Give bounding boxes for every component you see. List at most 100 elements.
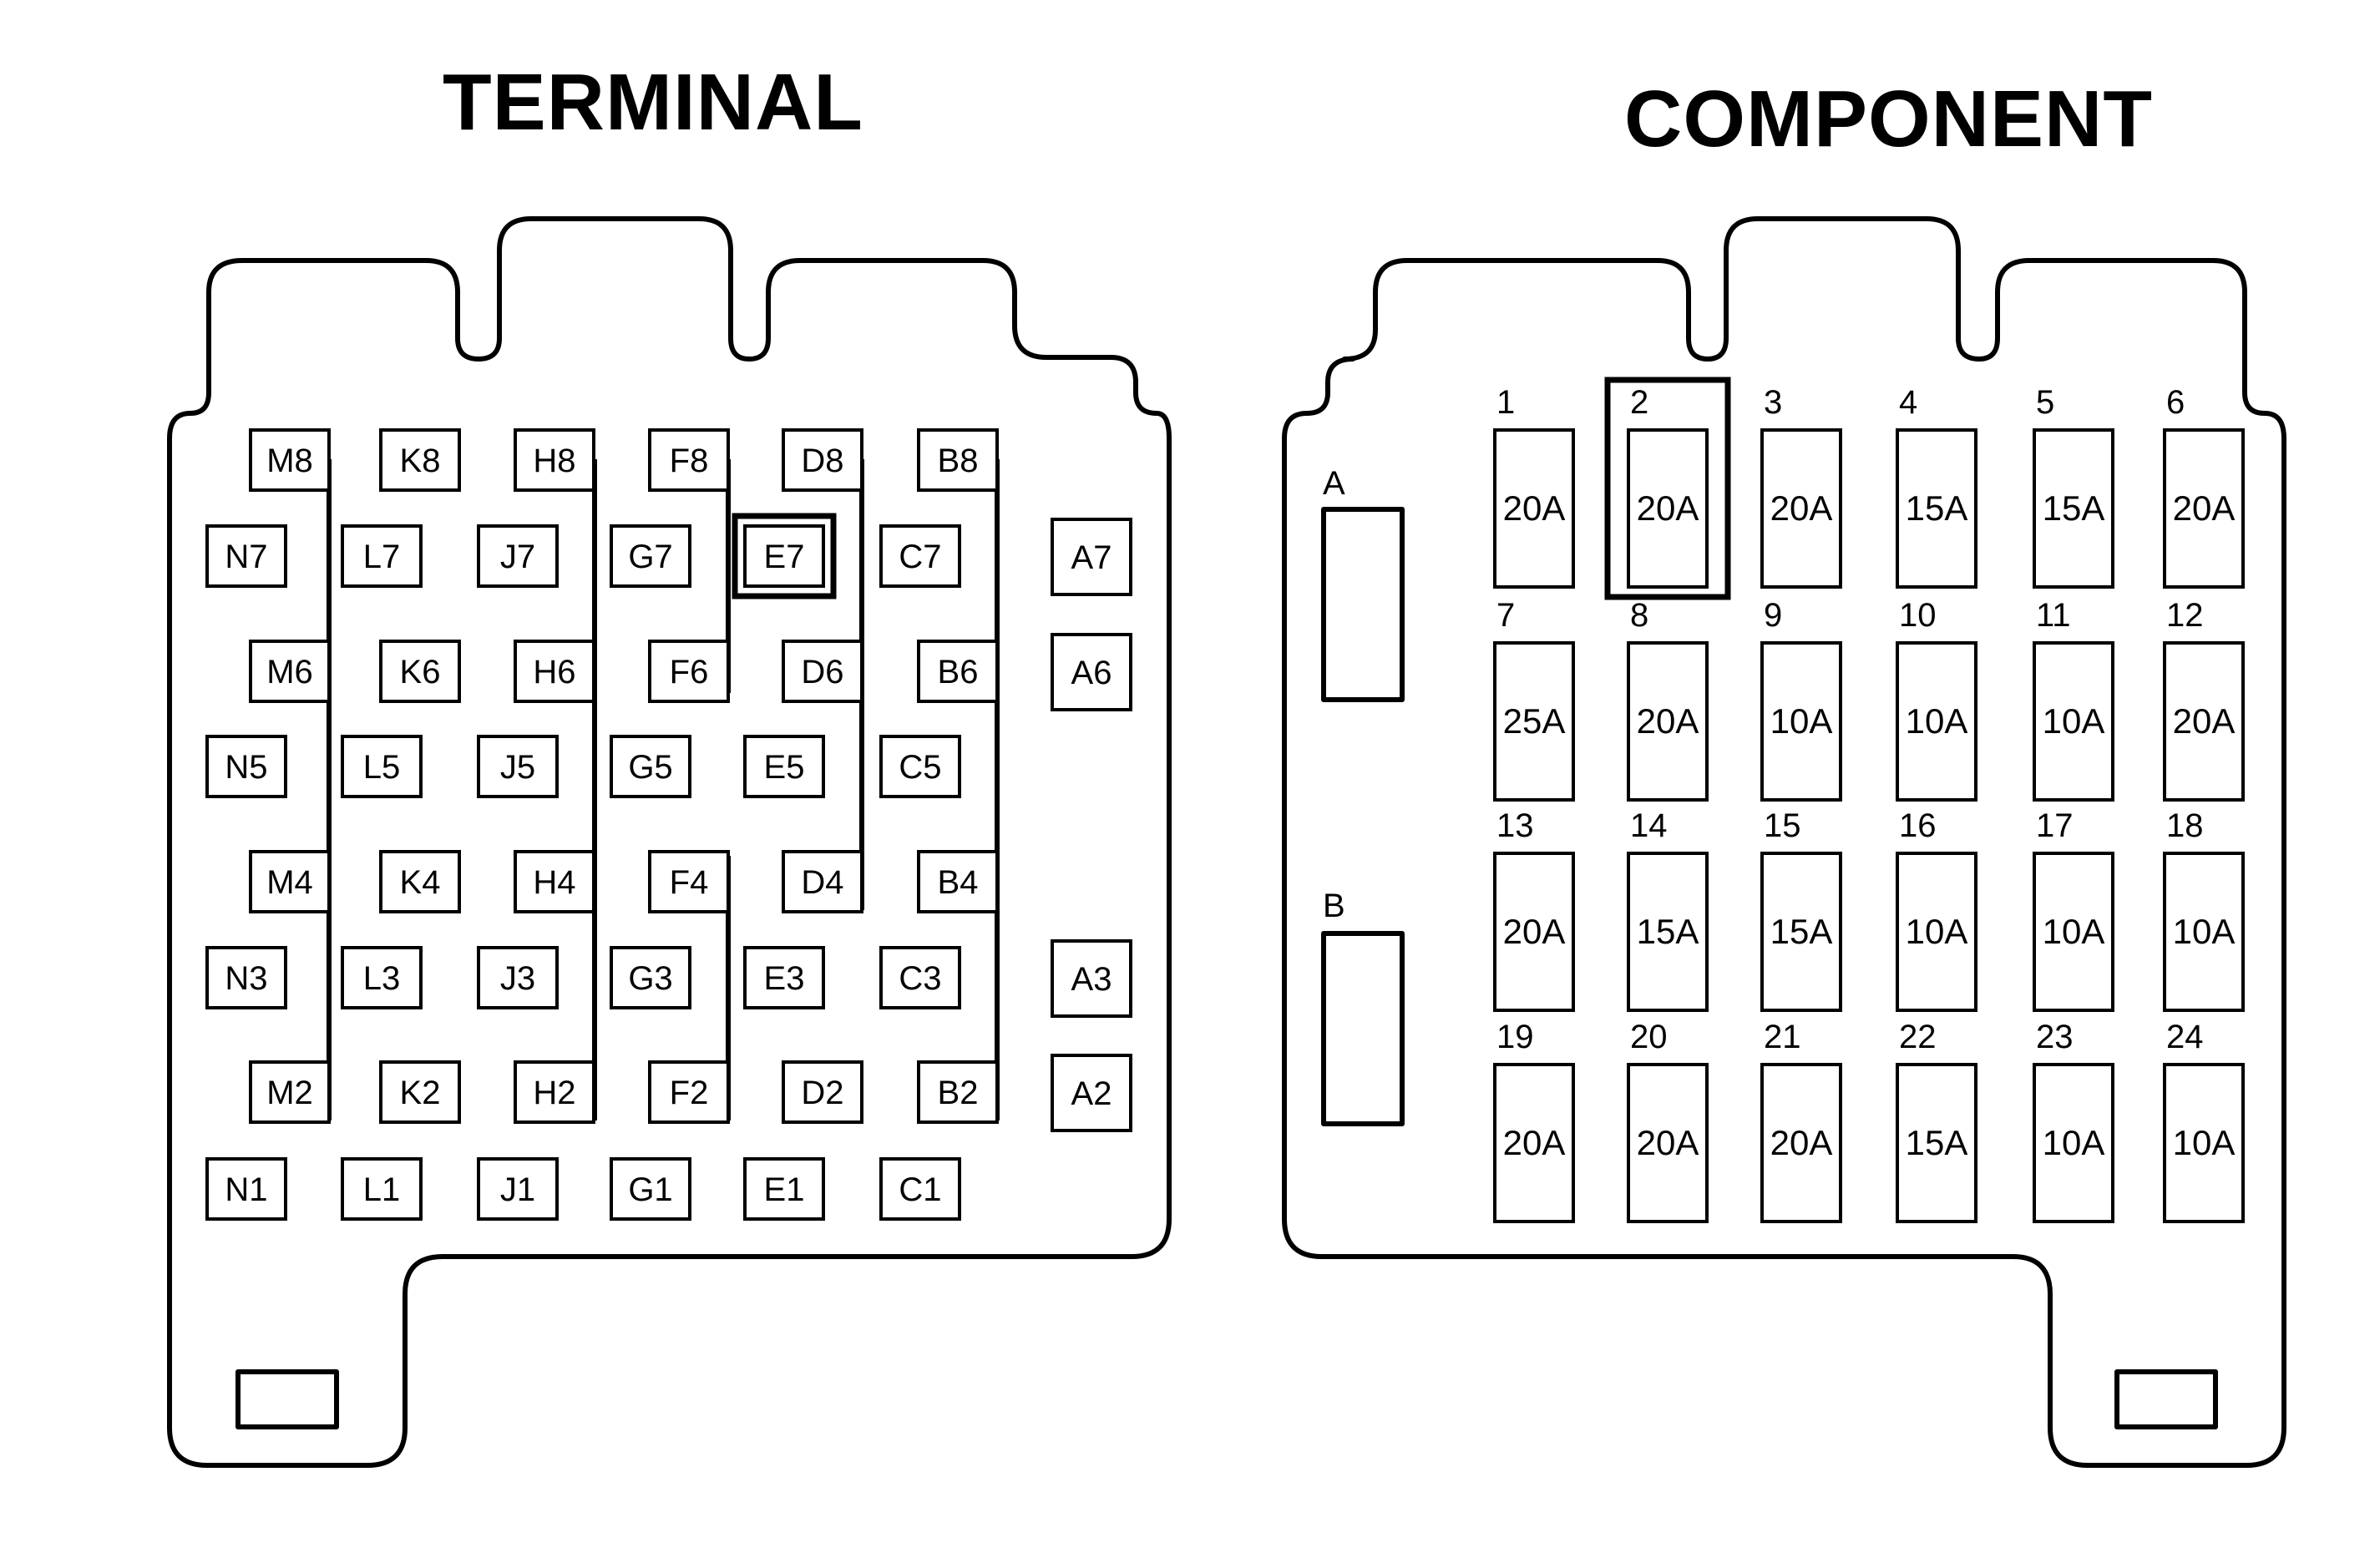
fuse-box <box>2163 852 2245 1012</box>
terminal-cell-box <box>249 1060 331 1124</box>
terminal-cell-d4: D4 <box>782 850 863 913</box>
terminal-cell-label: M2 <box>266 1075 313 1111</box>
fuse-box <box>1760 852 1842 1012</box>
terminal-cell-box <box>879 524 961 588</box>
fuse-rating: 10A <box>1770 701 1833 741</box>
fuse-number: 13 <box>1496 807 1534 844</box>
terminal-cell-label: F8 <box>670 443 709 479</box>
fuse-rating: 15A <box>1906 488 1968 528</box>
terminal-cell-label: B6 <box>938 654 979 690</box>
terminal-cell-g3: G3 <box>610 946 691 1009</box>
terminal-cell-label: C3 <box>899 960 941 997</box>
fuse-rating: 20A <box>2173 488 2236 528</box>
terminal-cell-label: K6 <box>400 654 441 690</box>
terminal-cell-c5: C5 <box>879 735 961 798</box>
terminal-cell-box <box>341 524 423 588</box>
terminal-cell-box <box>477 735 559 798</box>
terminal-cell-f2: F2 <box>648 1060 730 1124</box>
terminal-cell-g1: G1 <box>610 1157 691 1221</box>
terminal-cell-b2: B2 <box>917 1060 999 1124</box>
terminal-cell-box <box>205 1157 287 1221</box>
terminal-cell-l1: L1 <box>341 1157 423 1221</box>
terminal-cell-j1: J1 <box>477 1157 559 1221</box>
terminal-cell-box <box>743 524 825 588</box>
fuse-number: 3 <box>1764 384 1782 421</box>
fuse-cells: 120A220A320A415A515A620A725A820A910A1010… <box>1493 377 2245 1223</box>
terminal-cell-h2: H2 <box>514 1060 595 1124</box>
terminal-cell-n5: N5 <box>205 735 287 798</box>
terminal-cell-box <box>477 524 559 588</box>
fuse-box <box>1627 428 1709 589</box>
fuse-rating: 15A <box>1637 912 1699 951</box>
terminal-cell-f4: F4 <box>648 850 730 913</box>
fuse-number: 12 <box>2166 597 2204 634</box>
terminal-cell-box <box>782 850 863 913</box>
fuse-box <box>1493 1063 1575 1223</box>
terminal-cell-box <box>205 946 287 1009</box>
terminal-cell-h4: H4 <box>514 850 595 913</box>
terminal-cell-box <box>648 640 730 703</box>
terminal-cell-box <box>743 946 825 1009</box>
terminal-cell-label: B2 <box>938 1075 979 1111</box>
fuse-11: 11 10A <box>2033 597 2114 802</box>
terminal-cell-label: G5 <box>628 749 672 786</box>
terminal-cell-label: J1 <box>500 1171 535 1208</box>
terminal-cell-box <box>648 1060 730 1124</box>
terminal-cell-label: L3 <box>363 960 401 997</box>
terminal-cell-label: D8 <box>801 443 843 479</box>
fuse-box <box>1493 852 1575 1012</box>
terminal-cell-label: M8 <box>266 443 313 479</box>
terminal-cell-label: F4 <box>670 864 709 901</box>
terminal-cell-d8: D8 <box>782 428 863 492</box>
fuse-box <box>1627 852 1709 1012</box>
fuse-rating: 15A <box>1770 912 1833 951</box>
terminal-cell-box <box>205 524 287 588</box>
fuse-number: 8 <box>1630 597 1648 634</box>
component-panel <box>1282 216 2286 1468</box>
terminal-cell-box <box>610 735 691 798</box>
terminal-cell-box <box>782 428 863 492</box>
fuse-box <box>1493 641 1575 802</box>
component-title: COMPONENT <box>1624 74 2153 164</box>
fuse-number: 11 <box>2036 597 2071 634</box>
terminal-cell-box <box>879 946 961 1009</box>
fuse-rating: 10A <box>2043 701 2105 741</box>
terminal-cell-label: D2 <box>801 1075 843 1111</box>
terminal-cell-label: G7 <box>628 539 672 575</box>
component-housing-outline <box>1282 216 2286 1468</box>
terminal-cell-label: E3 <box>764 960 805 997</box>
terminal-cell-label: N1 <box>225 1171 267 1208</box>
terminal-cell-label: L7 <box>363 539 401 575</box>
terminal-cell-g5: G5 <box>610 735 691 798</box>
terminal-cell-box <box>249 640 331 703</box>
terminal-cell-label: A7 <box>1071 539 1112 576</box>
terminal-cell-box <box>610 946 691 1009</box>
terminal-cell-j7: J7 <box>477 524 559 588</box>
terminal-cell-b6: B6 <box>917 640 999 703</box>
terminal-cell-box <box>648 428 730 492</box>
terminal-cell-label: J3 <box>500 960 535 997</box>
terminal-cell-label: N3 <box>225 960 267 997</box>
terminal-cell-c7: C7 <box>879 524 961 588</box>
terminal-title: TERMINAL <box>443 58 863 147</box>
terminal-cell-label: C5 <box>899 749 941 786</box>
fuse-rating: 10A <box>1906 912 1968 951</box>
terminal-cell-box <box>205 735 287 798</box>
terminal-cell-f8: F8 <box>648 428 730 492</box>
terminal-cell-box <box>477 946 559 1009</box>
terminal-cell-j5: J5 <box>477 735 559 798</box>
terminal-cell-box <box>648 850 730 913</box>
terminal-panel <box>167 216 1172 1468</box>
